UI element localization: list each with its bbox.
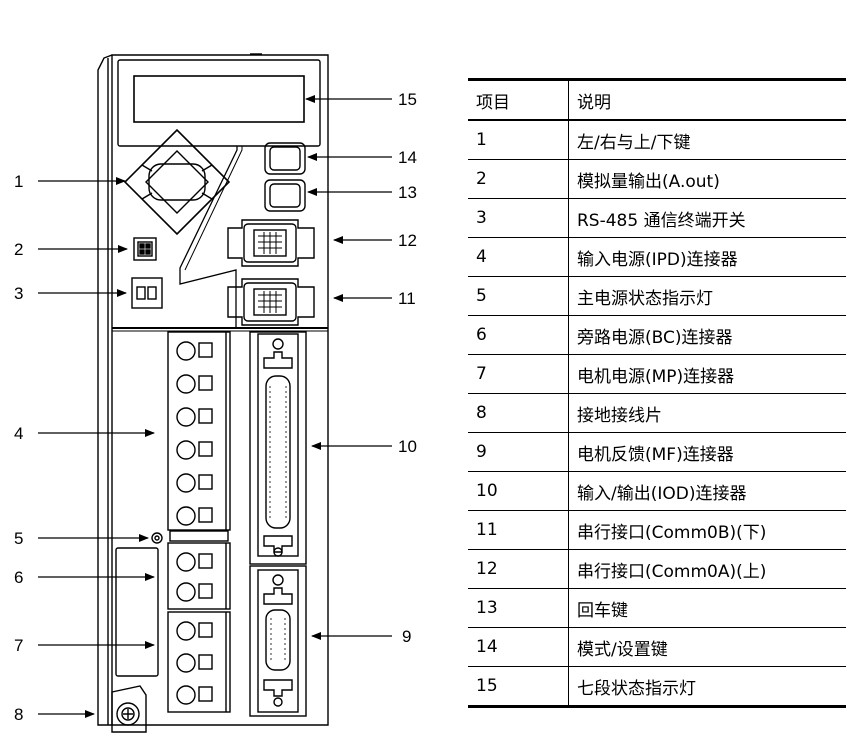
callout-14: 14 xyxy=(398,148,417,167)
description-cell: 模拟量输出(A.out) xyxy=(568,159,846,199)
mf-connector xyxy=(249,565,307,717)
callout-10: 10 xyxy=(398,437,417,456)
description-cell: 主电源状态指示灯 xyxy=(568,276,846,316)
callout-9: 9 xyxy=(402,627,411,646)
callout-7: 7 xyxy=(14,636,23,655)
column-header-description: 说明 xyxy=(568,78,846,121)
description-cell: 电机反馈(MF)连接器 xyxy=(568,432,846,472)
description-cell: 回车键 xyxy=(568,588,846,628)
callout-8: 8 xyxy=(14,705,23,724)
item-cell: 11 xyxy=(468,510,569,550)
mp-terminal-block xyxy=(167,611,231,713)
serial-port-comm0a[interactable] xyxy=(227,219,315,267)
terminal xyxy=(176,506,213,526)
terminal xyxy=(176,341,213,361)
description-cell: 旁路电源(BC)连接器 xyxy=(568,315,846,355)
item-cell: 10 xyxy=(468,471,569,511)
mode-set-key[interactable] xyxy=(264,142,306,175)
description-cell: 接地接线片 xyxy=(568,393,846,433)
callout-3: 3 xyxy=(14,284,23,303)
description-cell: 左/右与上/下键 xyxy=(568,120,846,160)
description-cell: 输入/输出(IOD)连接器 xyxy=(568,471,846,511)
enter-key[interactable] xyxy=(264,179,306,212)
callout-1: 1 xyxy=(14,172,23,191)
item-cell: 7 xyxy=(468,354,569,394)
description-cell: 模式/设置键 xyxy=(568,627,846,667)
drive-front-view-diagram: 1 2 3 4 5 6 7 8 9 10 11 12 13 14 15 xyxy=(14,53,417,733)
item-cell: 14 xyxy=(468,627,569,667)
description-cell: 电机电源(MP)连接器 xyxy=(568,354,846,394)
main-power-status-led xyxy=(151,532,163,544)
iod-connector xyxy=(249,331,307,565)
drive-housing xyxy=(97,53,329,726)
terminal xyxy=(176,685,213,705)
seven-segment-display xyxy=(117,59,321,147)
item-cell: 6 xyxy=(468,315,569,355)
callout-6: 6 xyxy=(14,568,23,587)
bc-terminal-block xyxy=(167,542,231,610)
description-cell: 输入电源(IPD)连接器 xyxy=(568,237,846,277)
terminal xyxy=(176,407,213,427)
item-cell: 12 xyxy=(468,549,569,589)
callout-2: 2 xyxy=(14,240,23,259)
table-header-row: 项目 说明 xyxy=(468,78,846,121)
terminal xyxy=(176,374,213,394)
item-cell: 9 xyxy=(468,432,569,472)
description-cell: 七段状态指示灯 xyxy=(568,666,846,708)
callout-11: 11 xyxy=(398,289,416,308)
callout-12: 12 xyxy=(398,231,417,250)
terminal xyxy=(176,621,213,641)
callout-4: 4 xyxy=(14,424,23,443)
item-cell: 15 xyxy=(468,666,569,708)
column-header-item: 项目 xyxy=(468,78,569,121)
item-cell: 4 xyxy=(468,237,569,277)
item-cell: 1 xyxy=(468,120,569,160)
description-cell: RS-485 通信终端开关 xyxy=(568,198,846,238)
ground-lug xyxy=(111,685,147,733)
callout-15: 15 xyxy=(398,90,417,109)
item-cell: 5 xyxy=(468,276,569,316)
terminal xyxy=(176,552,213,572)
serial-port-comm0b[interactable] xyxy=(227,278,315,326)
analog-output-header xyxy=(133,237,157,261)
description-cell: 串行接口(Comm0A)(上) xyxy=(568,549,846,589)
terminal xyxy=(176,440,213,460)
description-cell: 串行接口(Comm0B)(下) xyxy=(568,510,846,550)
item-cell: 8 xyxy=(468,393,569,433)
rs485-termination-switch[interactable] xyxy=(131,277,163,309)
item-cell: 2 xyxy=(468,159,569,199)
item-cell: 3 xyxy=(468,198,569,238)
ipd-terminal-block xyxy=(167,331,231,531)
terminal xyxy=(176,582,213,602)
item-cell: 13 xyxy=(468,588,569,628)
terminal xyxy=(176,473,213,493)
callout-13: 13 xyxy=(398,183,417,202)
callout-5: 5 xyxy=(14,529,23,548)
terminal xyxy=(176,653,213,673)
direction-keypad[interactable] xyxy=(123,128,231,236)
